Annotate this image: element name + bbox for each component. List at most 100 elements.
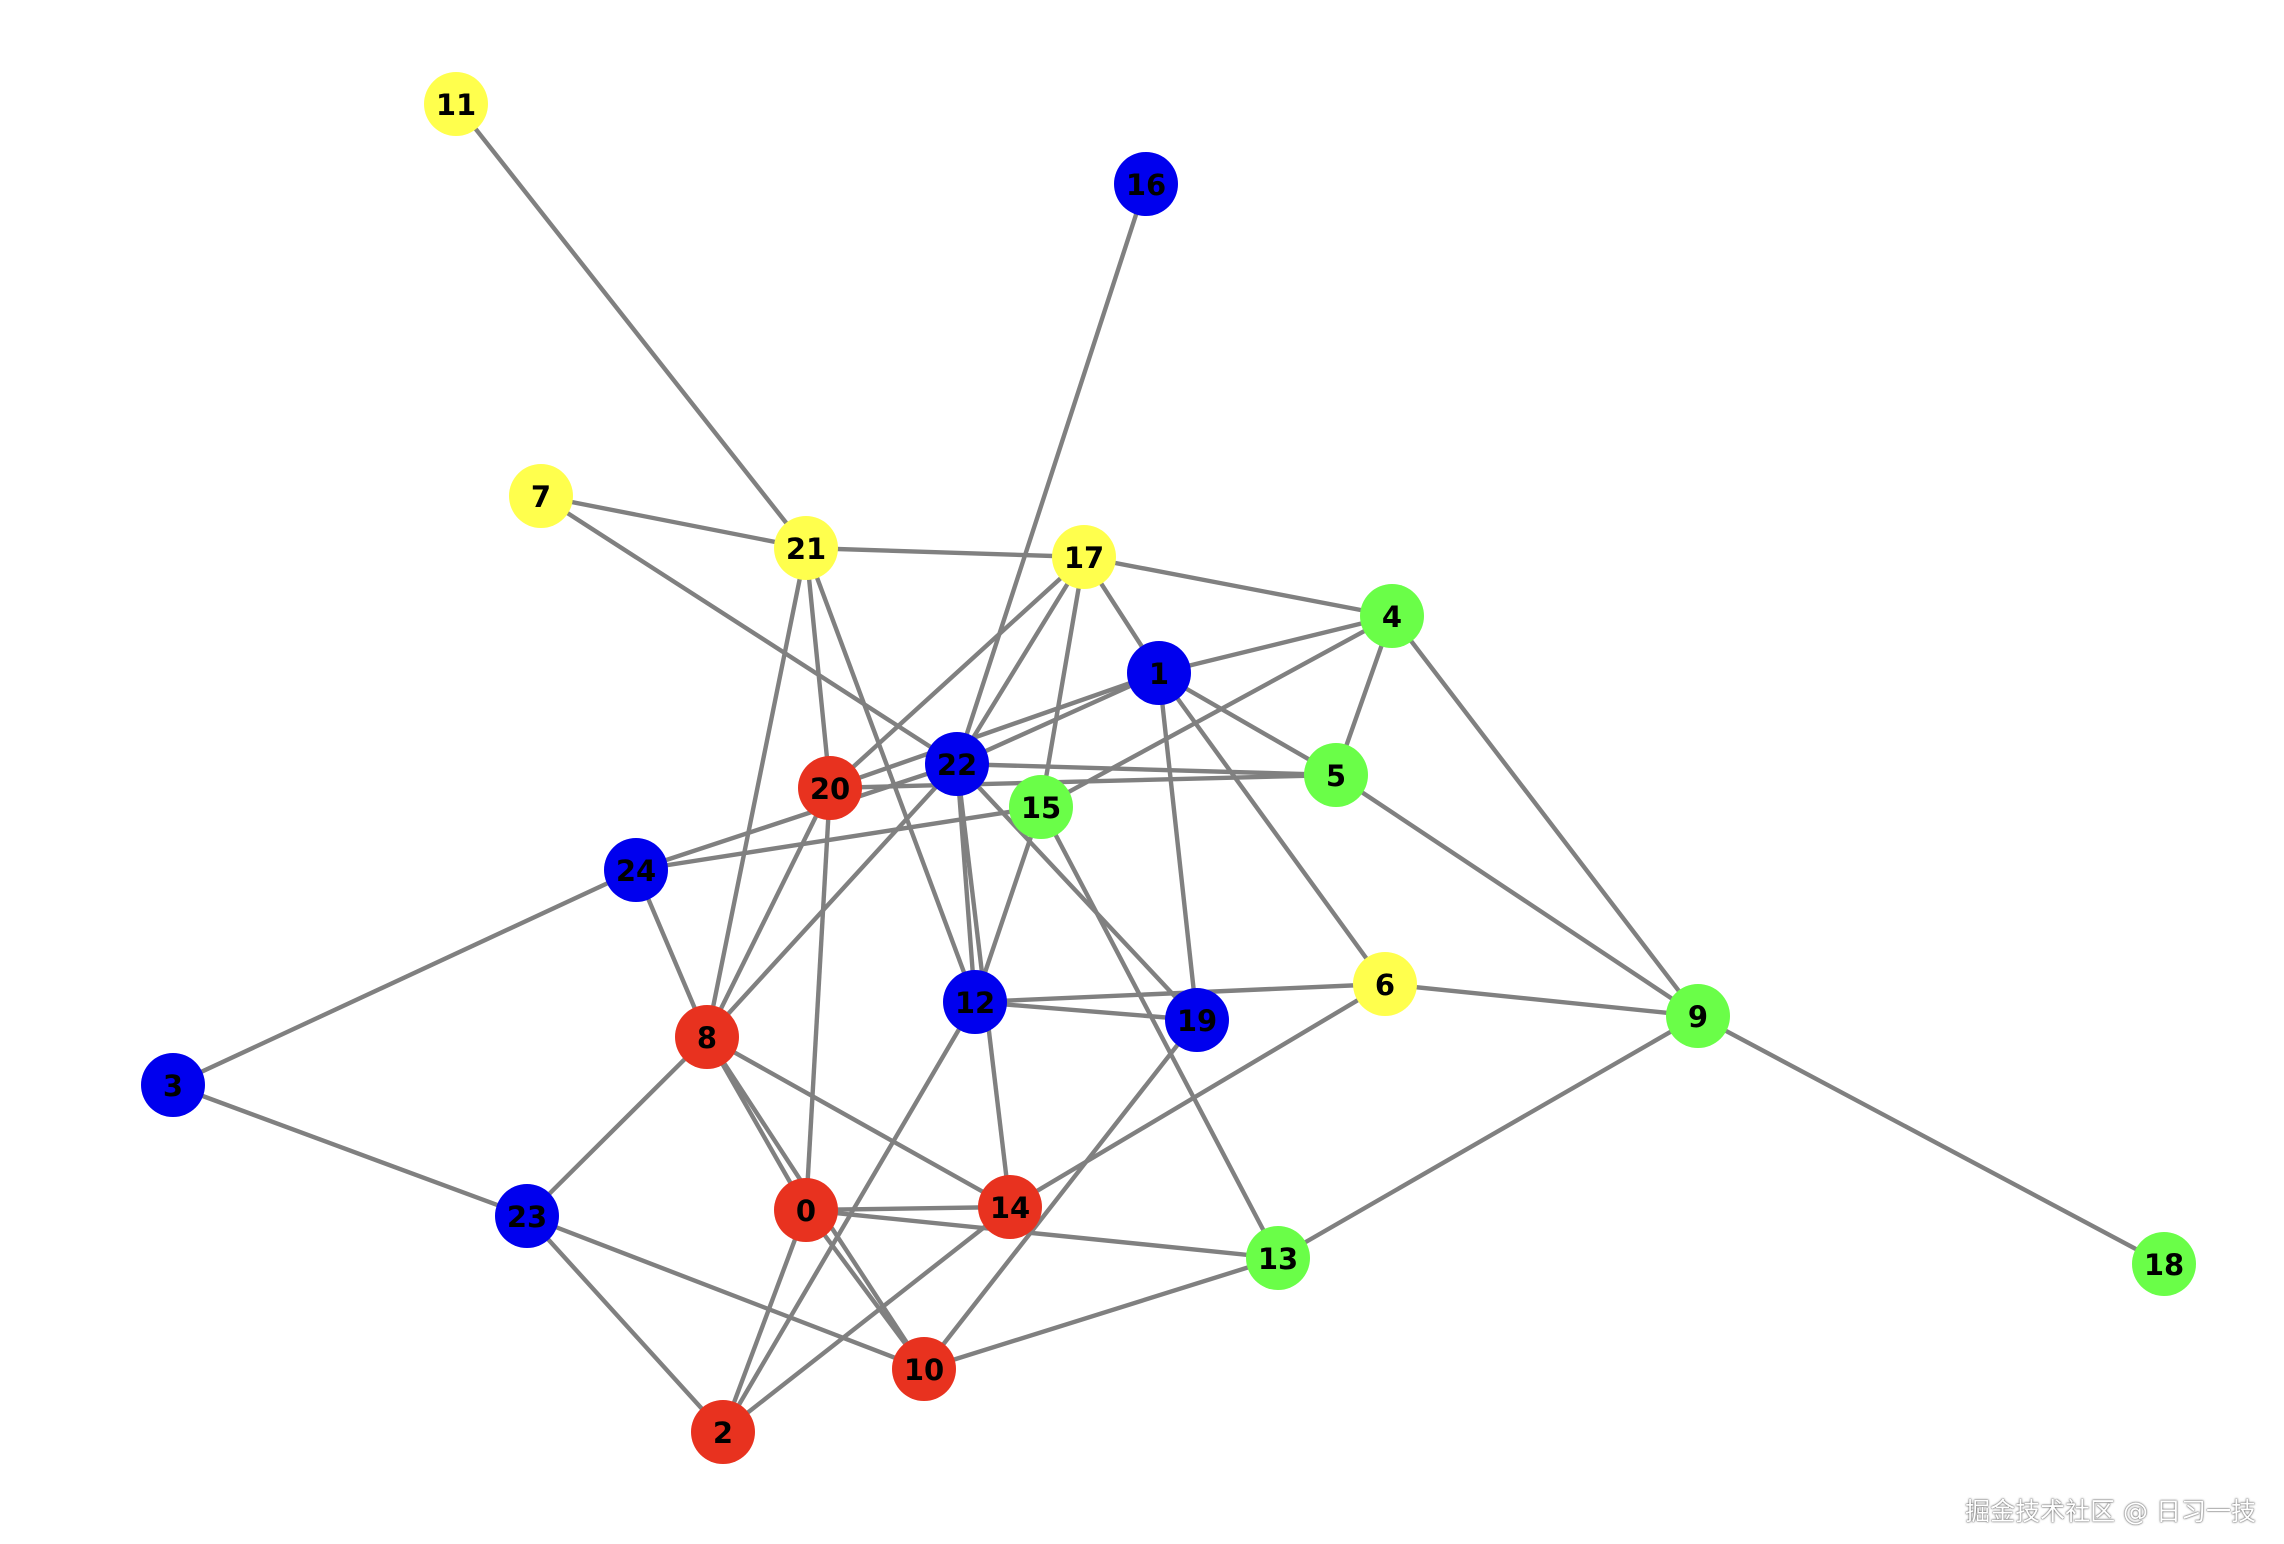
node-10: 10 (892, 1337, 956, 1401)
node-circle-19 (1165, 988, 1229, 1052)
node-label-5: 5 (1326, 759, 1346, 793)
edge-8-14 (705, 1035, 1012, 1209)
node-label-11: 11 (436, 88, 476, 122)
edges-layer (172, 102, 2166, 1434)
edge-20-8 (705, 787, 832, 1038)
node-18: 18 (2132, 1232, 2196, 1296)
node-circle-12 (943, 970, 1007, 1034)
node-label-16: 16 (1126, 168, 1166, 202)
node-label-3: 3 (163, 1069, 183, 1103)
node-label-19: 19 (1177, 1004, 1217, 1038)
edge-23-2 (525, 1214, 725, 1434)
node-circle-9 (1666, 984, 1730, 1048)
node-circle-21 (774, 516, 838, 580)
edge-22-8 (705, 762, 959, 1039)
edge-1-20 (829, 670, 1160, 791)
node-1: 1 (1127, 641, 1191, 705)
edge-0-13 (805, 1207, 1279, 1261)
edge-21-20 (803, 547, 833, 789)
node-circle-11 (424, 72, 488, 136)
edge-17-20 (828, 555, 1086, 790)
node-13: 13 (1246, 1226, 1310, 1290)
edge-20-5 (829, 772, 1337, 791)
node-label-18: 18 (2144, 1248, 2184, 1282)
node-label-13: 13 (1258, 1242, 1298, 1276)
edge-22-5 (956, 761, 1337, 778)
node-15: 15 (1009, 775, 1073, 839)
edge-15-12 (972, 806, 1044, 1003)
node-label-21: 21 (786, 532, 826, 566)
node-label-20: 20 (810, 772, 850, 806)
node-circle-20 (798, 756, 862, 820)
node-label-24: 24 (616, 854, 656, 888)
edge-24-3 (172, 868, 637, 1087)
edge-0-14 (805, 1204, 1011, 1213)
node-20: 20 (798, 756, 862, 820)
node-label-7: 7 (531, 480, 551, 514)
node-circle-18 (2132, 1232, 2196, 1296)
edge-16-22 (954, 183, 1149, 765)
node-circle-15 (1009, 775, 1073, 839)
node-2: 2 (691, 1400, 755, 1464)
edge-17-22 (955, 555, 1086, 766)
node-label-6: 6 (1375, 968, 1395, 1002)
node-circle-1 (1127, 641, 1191, 705)
edge-9-13 (1276, 1014, 1700, 1260)
node-label-1: 1 (1149, 657, 1169, 691)
node-label-8: 8 (697, 1021, 717, 1055)
node-circle-16 (1114, 152, 1178, 216)
node-22: 22 (925, 732, 989, 796)
edge-21-12 (803, 547, 978, 1003)
node-circle-23 (495, 1184, 559, 1248)
node-3: 3 (141, 1053, 205, 1117)
edge-1-5 (1157, 671, 1338, 777)
node-label-0: 0 (796, 1194, 816, 1228)
node-label-22: 22 (937, 748, 977, 782)
node-4: 4 (1360, 584, 1424, 648)
edge-11-21 (454, 102, 808, 550)
edge-4-9 (1390, 614, 1700, 1018)
edge-4-1 (1158, 613, 1393, 676)
node-0: 0 (774, 1178, 838, 1242)
edge-12-19 (974, 999, 1198, 1023)
node-circle-6 (1353, 952, 1417, 1016)
edge-15-24 (635, 804, 1042, 873)
edge-0-10 (804, 1208, 926, 1371)
edge-7-22 (539, 494, 959, 766)
node-circle-17 (1052, 525, 1116, 589)
edge-8-23 (525, 1035, 709, 1218)
edge-9-18 (1696, 1014, 2166, 1266)
node-12: 12 (943, 970, 1007, 1034)
node-23: 23 (495, 1184, 559, 1248)
edge-4-15 (1039, 614, 1394, 809)
edge-1-19 (1156, 672, 1200, 1021)
edge-0-2 (720, 1209, 809, 1433)
node-21: 21 (774, 516, 838, 580)
edge-21-8 (704, 547, 809, 1038)
node-17: 17 (1052, 525, 1116, 589)
node-label-23: 23 (507, 1200, 547, 1234)
node-label-2: 2 (713, 1416, 733, 1450)
edge-15-13 (1039, 805, 1280, 1260)
node-label-12: 12 (955, 986, 995, 1020)
node-circle-10 (892, 1337, 956, 1401)
node-24: 24 (604, 838, 668, 902)
edge-17-4 (1083, 554, 1393, 619)
node-circle-5 (1304, 743, 1368, 807)
edge-6-14 (1008, 982, 1387, 1209)
edge-22-24 (635, 761, 958, 873)
node-circle-14 (978, 1175, 1042, 1239)
watermark: 掘金技术社区 @ 日习一技 (1965, 1497, 2256, 1526)
edge-7-21 (540, 493, 807, 551)
node-circle-24 (604, 838, 668, 902)
node-label-17: 17 (1064, 541, 1104, 575)
node-label-9: 9 (1688, 1000, 1708, 1034)
edge-6-9 (1384, 981, 1699, 1019)
node-circle-3 (141, 1053, 205, 1117)
node-11: 11 (424, 72, 488, 136)
edge-13-10 (923, 1255, 1279, 1372)
node-7: 7 (509, 464, 573, 528)
node-circle-4 (1360, 584, 1424, 648)
